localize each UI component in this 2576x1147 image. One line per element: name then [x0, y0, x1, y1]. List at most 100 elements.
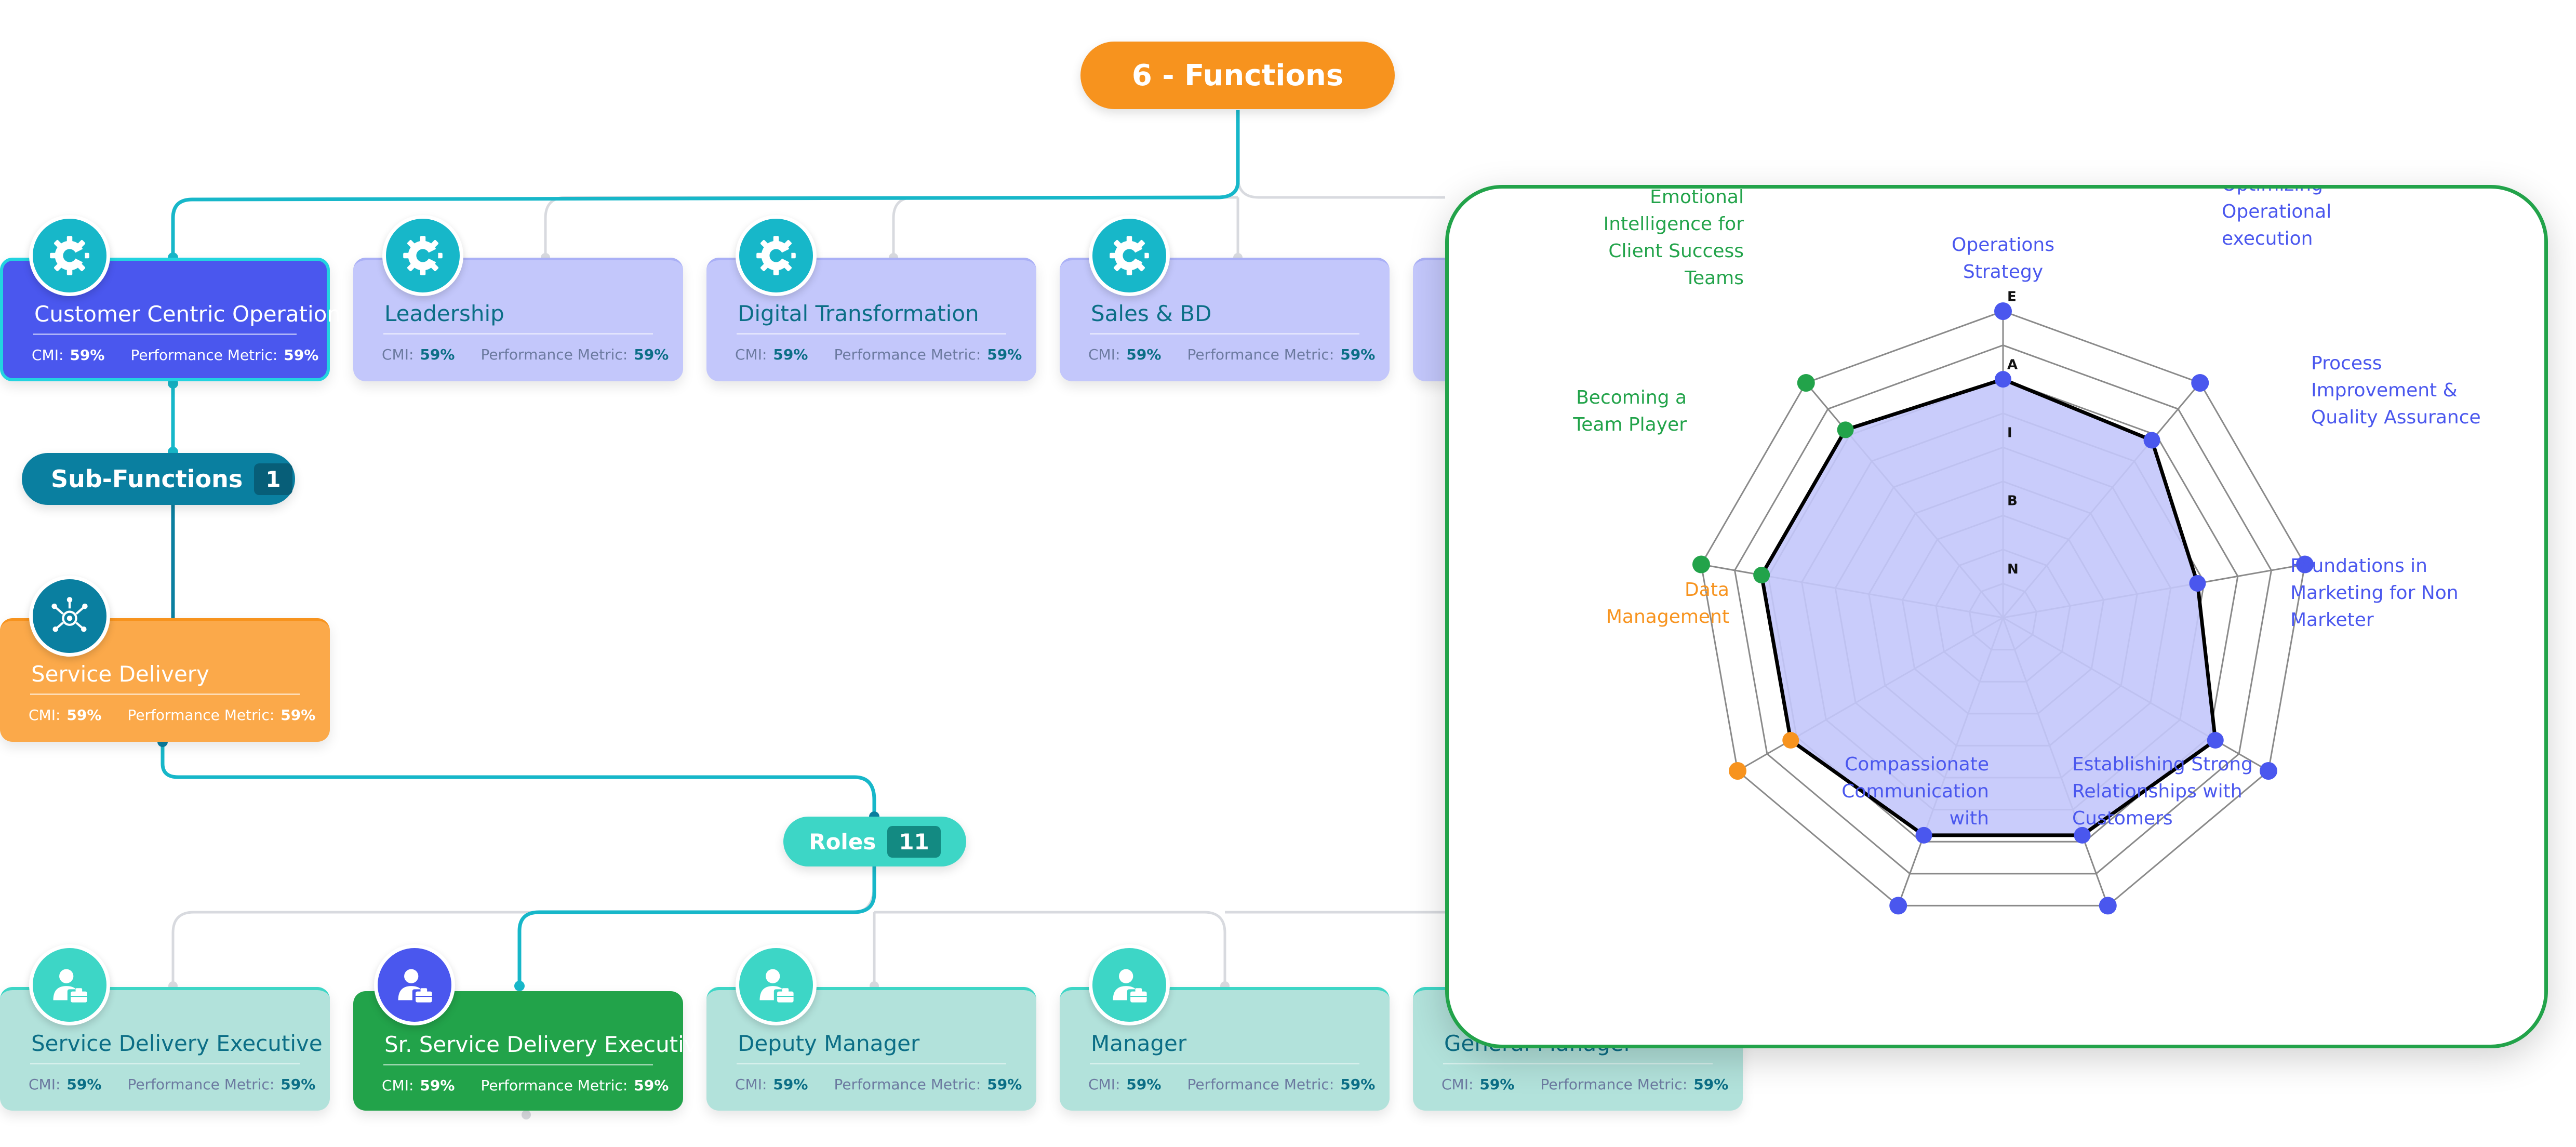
radar-level-label: N: [2007, 562, 2019, 577]
radar-value-point: [1753, 567, 1770, 584]
performance-value: 59%: [281, 706, 316, 724]
performance-label: Performance Metric:: [834, 346, 981, 363]
performance-label: Performance Metric:: [127, 1076, 275, 1093]
performance-label: Performance Metric:: [1187, 346, 1334, 363]
cmi-label: CMI:: [1442, 1076, 1474, 1093]
radar-axis-marker: [1797, 374, 1815, 392]
radar-axis-marker: [1729, 762, 1747, 780]
sub-functions-label: Sub-Functions: [51, 465, 243, 493]
cmi-label: CMI:: [735, 346, 767, 363]
cmi-value: 59%: [66, 1076, 102, 1093]
performance-value: 59%: [1340, 1076, 1376, 1093]
card-divider: [33, 334, 297, 335]
user-briefcase-icon: [1089, 944, 1170, 1025]
gear-icon: [29, 215, 110, 296]
performance-value: 59%: [634, 1077, 669, 1094]
card-divider: [383, 1064, 653, 1065]
cmi-label: CMI:: [735, 1076, 767, 1093]
radar-value-point: [2074, 826, 2091, 844]
radar-value-point: [1837, 421, 1854, 438]
radar-level-label: I: [2007, 425, 2012, 441]
performance-value: 59%: [634, 346, 669, 363]
performance-value: 59%: [987, 346, 1022, 363]
cmi-value: 59%: [420, 1077, 455, 1094]
functions-header-pill[interactable]: 6 - Functions: [1080, 42, 1395, 109]
card-metrics: CMI: 59% Performance Metric: 59%: [1088, 1076, 1375, 1093]
role-card-title: Service Delivery Executive: [31, 1031, 323, 1056]
card-divider: [1090, 333, 1359, 335]
user-briefcase-icon: [736, 944, 817, 1025]
role-card-title: Manager: [1091, 1031, 1187, 1056]
functions-header-label: 6 - Functions: [1131, 58, 1344, 92]
roles-pill[interactable]: Roles 11: [783, 817, 966, 866]
performance-label: Performance Metric:: [1187, 1076, 1334, 1093]
performance-value: 59%: [284, 346, 319, 364]
cmi-value: 59%: [773, 1076, 808, 1093]
cmi-label: CMI:: [1088, 1076, 1120, 1093]
cmi-label: CMI:: [29, 706, 61, 724]
roles-label: Roles: [809, 829, 876, 855]
roles-count: 11: [887, 825, 941, 858]
radar-axis-marker: [1994, 302, 2012, 320]
performance-label: Performance Metric:: [481, 346, 628, 363]
card-divider: [1090, 1063, 1359, 1064]
cmi-label: CMI:: [1088, 346, 1120, 363]
performance-label: Performance Metric:: [834, 1076, 981, 1093]
performance-label: Performance Metric:: [481, 1077, 628, 1094]
role-card-deputy-manager[interactable]: Deputy Manager CMI: 59% Performance Metric…: [706, 987, 1036, 1111]
function-card-title: Leadership: [384, 301, 504, 326]
function-card-title: Sales & BD: [1091, 301, 1212, 326]
radar-axis-marker: [2259, 762, 2277, 780]
cmi-value: 59%: [1126, 346, 1162, 363]
card-divider: [737, 1063, 1006, 1064]
cmi-label: CMI:: [382, 1077, 414, 1094]
process-network-icon: [29, 576, 110, 657]
role-card-manager[interactable]: Manager CMI: 59% Performance Metric: 59%: [1060, 987, 1390, 1111]
radar-value-point: [1995, 371, 2011, 388]
card-metrics: CMI: 59% Performance Metric: 59%: [382, 1077, 669, 1094]
cmi-value: 59%: [1126, 1076, 1162, 1093]
function-card-title: Customer Centric Operations: [34, 301, 352, 327]
card-metrics: CMI:59%Performance Metric:59%: [1088, 346, 1375, 363]
card-metrics: CMI:59%Performance Metric:59%: [1442, 1076, 1728, 1093]
card-divider: [737, 333, 1006, 335]
card-metrics: CMI: 59% Performance Metric: 59%: [735, 1076, 1022, 1093]
card-metrics: CMI: 59% Performance Metric: 59%: [29, 706, 315, 724]
radar-level-label: A: [2007, 357, 2018, 372]
cmi-label: CMI:: [29, 1076, 61, 1093]
function-card-title: Digital Transformation: [738, 301, 979, 326]
radar-axis-marker: [2099, 897, 2117, 915]
radar-level-label: B: [2007, 494, 2018, 509]
radar-chart: NBIAEOperationsStrategyOptimizingOperati…: [1572, 189, 2481, 915]
radar-axis-marker: [2296, 555, 2314, 574]
performance-label: Performance Metric:: [130, 346, 278, 364]
cmi-value: 59%: [420, 346, 455, 363]
user-briefcase-icon: [374, 944, 455, 1025]
radar-grid-ring: [1700, 310, 2306, 906]
performance-label: Performance Metric:: [127, 706, 275, 724]
performance-value: 59%: [987, 1076, 1022, 1093]
performance-label: Performance Metric:: [1540, 1076, 1688, 1093]
card-divider: [30, 1063, 300, 1064]
card-metrics: CMI: 59% Performance Metric: 59%: [735, 346, 1022, 363]
card-metrics: CMI:59%Performance Metric:59%: [29, 1076, 315, 1093]
gear-icon: [1089, 215, 1170, 296]
role-card-title: Deputy Manager: [738, 1031, 920, 1056]
radar-value-point: [2189, 575, 2206, 592]
card-divider: [383, 333, 653, 335]
cmi-value: 59%: [773, 346, 808, 363]
sub-functions-pill[interactable]: Sub-Functions 1: [22, 453, 295, 505]
cmi-value: 59%: [66, 706, 102, 724]
radar-value-point: [1782, 732, 1799, 749]
radar-grid-ring: [1733, 344, 2273, 875]
competency-radar-panel: NBIAEOperationsStrategyOptimizingOperati…: [1445, 185, 2548, 1048]
cmi-label: CMI:: [382, 346, 414, 363]
sub-function-card-title: Service Delivery: [31, 661, 209, 687]
radar-value-point: [2143, 432, 2160, 449]
